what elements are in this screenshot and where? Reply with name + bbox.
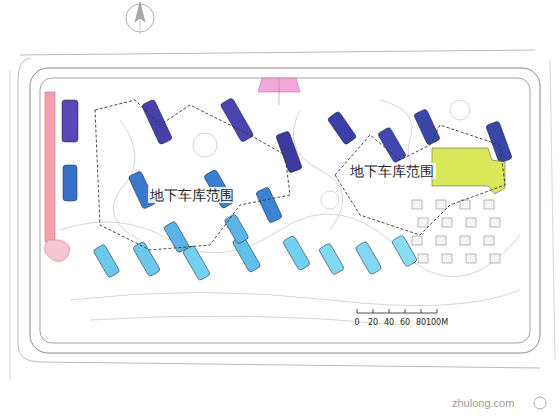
scale-number: 80 [416,318,426,328]
villa [412,236,422,245]
villa [436,200,446,209]
building-block [255,187,282,224]
building-block [63,165,77,201]
watermark: zhulong.com [452,398,514,408]
building-block [132,241,160,277]
garage-region: 地下车库范围 [90,95,295,255]
building-block [355,241,382,275]
region-outline [90,95,295,255]
building-block [182,245,210,281]
region-label: 地下车库范围 [348,163,436,179]
building-block [318,243,344,275]
scale-number: 20 [368,318,378,328]
villa [490,254,500,263]
villa [460,236,470,245]
region-label: 地下车库范围 [148,187,236,203]
scale-number: 60 [400,318,410,328]
villa [484,236,494,245]
villa [442,218,452,227]
scale-number: 0 [354,318,359,328]
villa [466,254,476,263]
villa [490,218,500,227]
building-block [377,127,406,163]
villa [436,236,446,245]
villa [418,218,428,227]
building-block [220,97,254,142]
villa [460,200,470,209]
building-block [276,131,303,173]
scale-unit: 100M [426,318,448,328]
villa [484,200,494,209]
building-block [62,100,78,142]
villa [412,200,422,209]
villa [466,218,476,227]
scale-number: 40 [384,318,394,328]
building-block [413,109,440,146]
villa [418,254,428,263]
building-block [282,235,310,271]
garage-region: 地下车库范围 [330,115,510,240]
building-block [327,111,357,145]
villa [442,254,452,263]
yellow-building [432,148,505,194]
building-block [163,221,189,253]
building-block [224,214,249,245]
building-block [93,244,120,278]
